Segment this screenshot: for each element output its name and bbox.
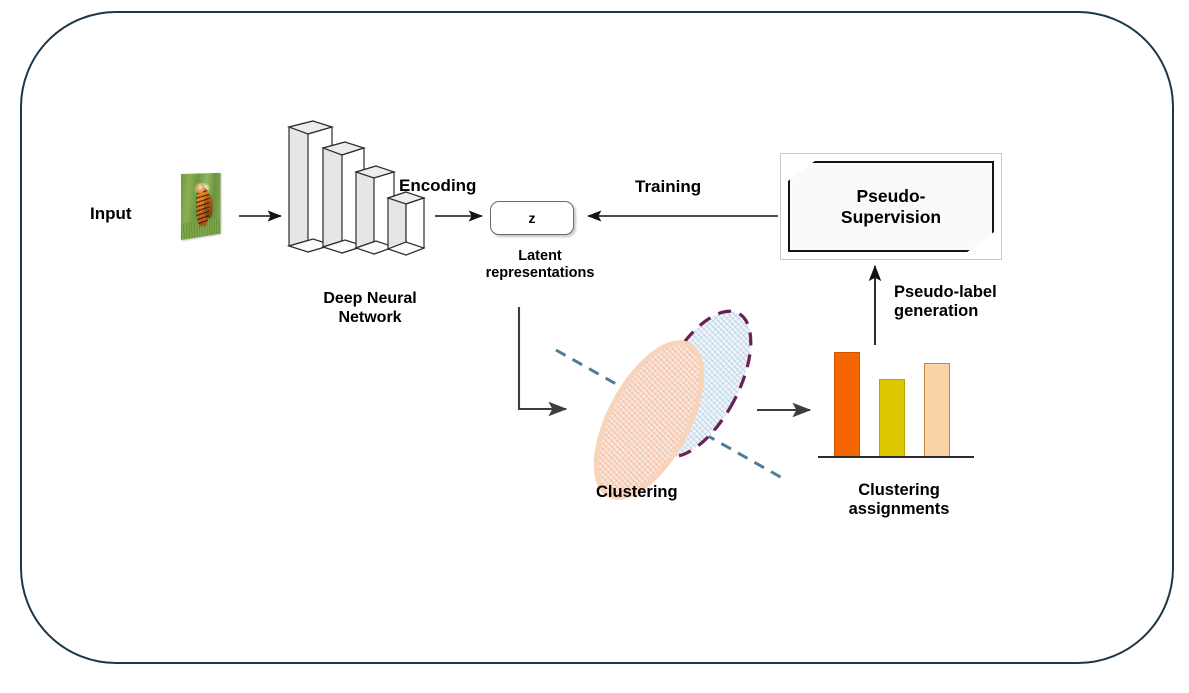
deep-neural-network-label: Deep Neural Network — [323, 290, 417, 326]
encoding-label: Encoding — [399, 176, 477, 195]
bar-cluster-3 — [924, 363, 950, 457]
tiger-photo-icon — [181, 172, 221, 240]
latent-representation-node[interactable]: z — [490, 201, 574, 235]
pseudo-label-generation-label: Pseudo-label generation — [894, 283, 997, 321]
clustering-assignments-bar-chart — [818, 342, 978, 462]
latent-representations-label: Latent representations — [485, 248, 595, 281]
input-image-thumbnail — [181, 172, 221, 240]
diagram-outer-frame — [20, 11, 1174, 664]
latent-symbol-label: z — [528, 210, 536, 226]
bar-cluster-2 — [879, 379, 905, 457]
tiger-stripes-pattern — [195, 188, 210, 227]
clustering-label: Clustering — [596, 483, 678, 501]
pseudo-supervision-label: Pseudo- Supervision — [840, 185, 942, 227]
training-label: Training — [635, 177, 702, 196]
pseudo-supervision-node[interactable]: Pseudo- Supervision — [788, 161, 994, 252]
bar-cluster-1 — [834, 352, 860, 457]
input-label: Input — [90, 204, 132, 223]
clustering-assignments-label: Clustering assignments — [848, 481, 950, 519]
bar-chart-baseline-axis — [818, 456, 974, 458]
